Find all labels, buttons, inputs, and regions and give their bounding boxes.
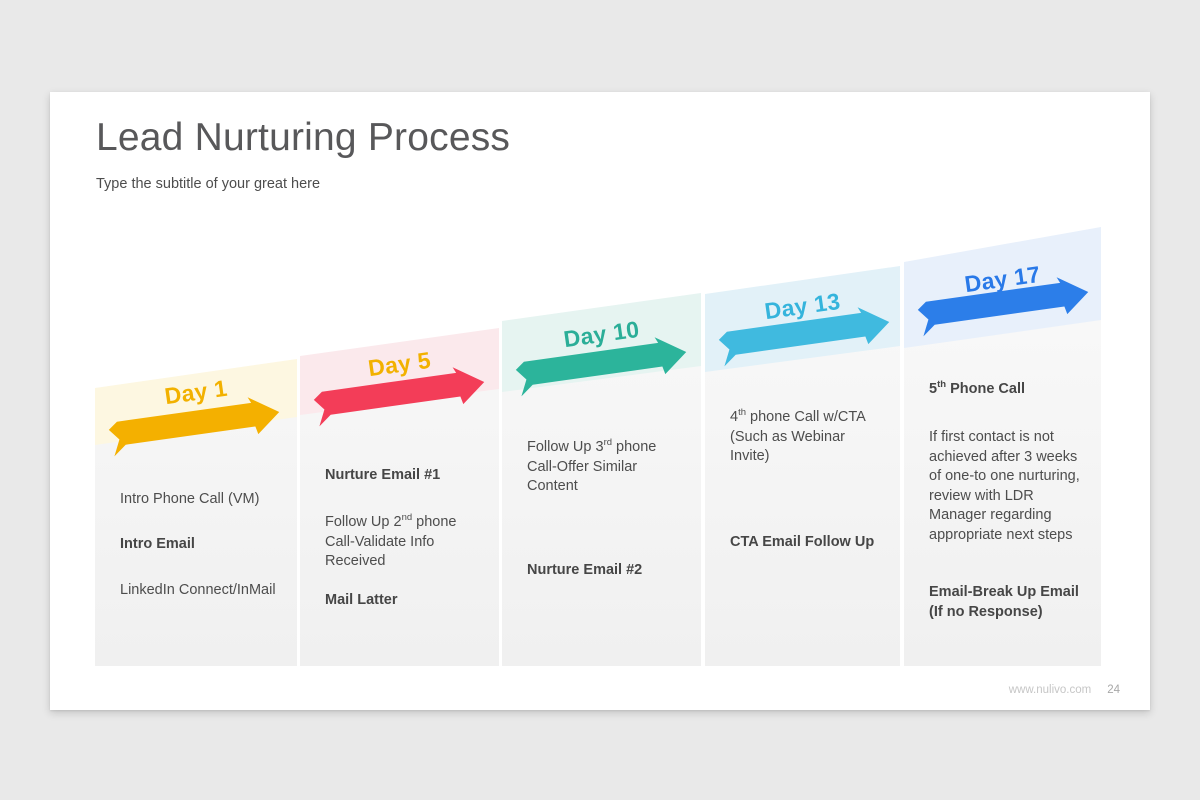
column-item: Intro Phone Call (VM) — [120, 490, 276, 510]
arrow-ribbon-icon — [715, 301, 893, 367]
page-number: 24 — [1107, 684, 1120, 696]
column-item: Nurture Email #2 — [527, 561, 681, 581]
column-body — [904, 319, 1101, 666]
item-text: Mail Latter — [325, 592, 398, 608]
item-text: phone Call w/CTA (Such as Webinar Invite… — [730, 409, 866, 464]
page-subtitle: Type the subtitle of your great here — [96, 176, 321, 192]
item-superscript: th — [738, 407, 747, 419]
column-body — [95, 416, 297, 666]
item-text: Nurture Email #2 — [527, 562, 643, 578]
item-text: Nurture Email #1 — [325, 467, 441, 483]
item-text: 4 — [730, 409, 739, 425]
slide-canvas: Lead Nurturing Process Type the subtitle… — [50, 92, 1150, 710]
day-column-1: Day 1 Intro Phone Call (VM) Intro Email … — [95, 92, 297, 666]
day-column-3: Day 10 Follow Up 3rd phone Call-Offer Si… — [502, 92, 701, 666]
day-column-5: Day 17 5th Phone Call If first contact i… — [904, 92, 1101, 666]
arrow-ribbon-icon — [310, 361, 488, 427]
page-title: Lead Nurturing Process — [96, 116, 511, 159]
item-text: Email-Break Up Email (If no Response) — [929, 584, 1079, 620]
column-item: 5th Phone Call — [929, 380, 1083, 400]
column-item: Follow Up 2nd phone Call-Validate Info R… — [325, 513, 479, 572]
item-superscript: rd — [603, 437, 613, 449]
item-text: Follow Up 3 — [527, 439, 604, 455]
item-text: Intro Email — [120, 536, 195, 552]
item-superscript: nd — [401, 512, 413, 524]
column-body — [705, 345, 900, 666]
item-text: Intro Phone Call (VM) — [120, 491, 260, 507]
day-column-2: Day 5 Nurture Email #1 Follow Up 2nd pho… — [300, 92, 499, 666]
item-text: LinkedIn Connect/InMail — [120, 582, 276, 598]
slide-footer: www.nulivo.com 24 — [1009, 684, 1120, 696]
column-body — [502, 365, 701, 666]
day-column-4: Day 13 4th phone Call w/CTA (Such as Web… — [705, 92, 900, 666]
website-url: www.nulivo.com — [1008, 684, 1092, 696]
column-item: Follow Up 3rd phone Call-Offer Similar C… — [527, 438, 681, 497]
item-text: phone Call-Offer Similar Content — [527, 439, 657, 494]
column-item: Mail Latter — [325, 591, 479, 611]
column-body — [300, 388, 499, 666]
item-text: If first contact is not achieved after 3… — [929, 429, 1080, 543]
item-text: Follow Up 2 — [325, 514, 402, 530]
column-item: Nurture Email #1 — [325, 466, 479, 486]
column-item: LinkedIn Connect/InMail — [120, 581, 276, 601]
arrow-ribbon-icon — [914, 271, 1092, 337]
column-item: CTA Email Follow Up — [730, 533, 882, 553]
column-item: Intro Email — [120, 535, 276, 555]
item-text: 5 — [929, 381, 938, 397]
item-text: Phone Call — [946, 381, 1026, 397]
item-superscript: th — [937, 379, 947, 391]
column-item: If first contact is not achieved after 3… — [929, 428, 1087, 545]
arrow-ribbon-icon — [512, 331, 690, 397]
arrow-ribbon-icon — [105, 391, 283, 457]
item-text: CTA Email Follow Up — [730, 534, 875, 550]
column-item: Email-Break Up Email (If no Response) — [929, 583, 1087, 622]
column-item: 4th phone Call w/CTA (Such as Webinar In… — [730, 408, 882, 467]
item-text: phone Call-Validate Info Received — [325, 514, 457, 569]
